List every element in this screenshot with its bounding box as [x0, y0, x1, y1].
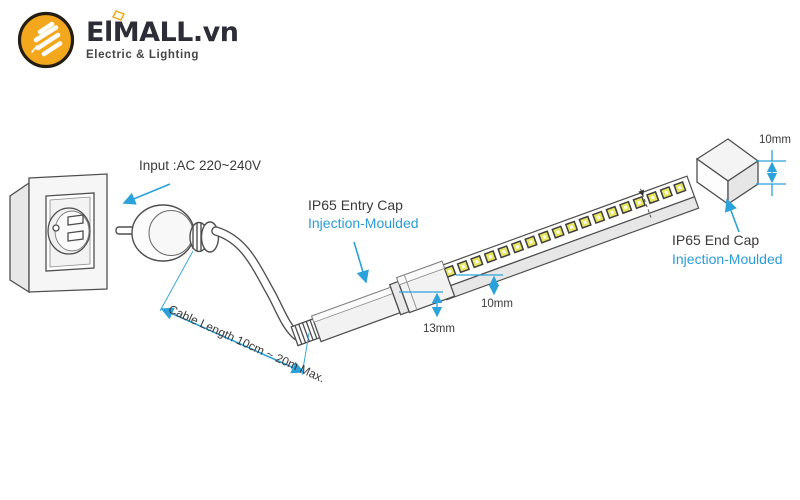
cut-mark [638, 188, 652, 220]
input-arrow [122, 183, 171, 205]
elmall-sun-icon [17, 11, 75, 69]
led-chip [497, 245, 511, 259]
led-chip [537, 230, 552, 244]
led-chip [524, 235, 538, 249]
cable-length-extension-lines [159, 250, 310, 376]
end-cap-subtitle: Injection-Moulded [672, 251, 783, 267]
led-chip [456, 259, 471, 274]
dim-10mm-endcap-lines [756, 150, 786, 196]
dim-10mm-strip-lines [456, 274, 503, 296]
led-strip-front-face [441, 196, 700, 301]
led-chip [659, 185, 674, 200]
dim-13mm-lines [399, 291, 443, 318]
led-chip [618, 200, 633, 215]
dim-10mm-endcap-label: 10mm [759, 134, 791, 146]
plug-cable-gland [189, 221, 220, 253]
ip65-end-cap [695, 138, 760, 206]
led-chip [632, 195, 646, 210]
brand-logo: ElMALL.vn Electric & Lighting [16, 9, 239, 70]
entry-cap-arrow [353, 241, 369, 284]
entry-cap-subtitle: Injection-Moulded [308, 215, 419, 231]
brand-name: ElMALL.vn [86, 16, 239, 48]
input-voltage-label: Input :AC 220~240V [139, 158, 261, 173]
led-chip [578, 215, 592, 229]
lamp-doodle-icon [112, 9, 125, 21]
dim-10mm-strip-label: 10mm [481, 298, 513, 310]
ip65-entry-cap [290, 260, 456, 347]
led-chip [470, 254, 484, 269]
led-chip [605, 205, 619, 220]
power-plug [115, 204, 220, 262]
led-chip [646, 190, 660, 205]
led-row [443, 181, 687, 279]
led-chip [483, 250, 498, 264]
power-cable [211, 226, 302, 341]
dim-13mm-label: 13mm [423, 323, 455, 335]
led-strip [434, 175, 700, 301]
brand-text-block: ElMALL.vn Electric & Lighting [86, 9, 239, 62]
led-chip [673, 181, 687, 195]
led-chip [510, 240, 525, 254]
led-chip [564, 220, 579, 234]
brand-tagline: Electric & Lighting [86, 48, 199, 61]
end-cap-arrow [724, 198, 740, 233]
end-cap-title: IP65 End Cap [672, 232, 760, 248]
wall-socket [9, 173, 108, 294]
cable-length-dim-line [160, 307, 305, 374]
led-chip [591, 210, 606, 225]
led-chip [551, 225, 565, 239]
entry-cap-title: IP65 Entry Cap [308, 197, 403, 213]
